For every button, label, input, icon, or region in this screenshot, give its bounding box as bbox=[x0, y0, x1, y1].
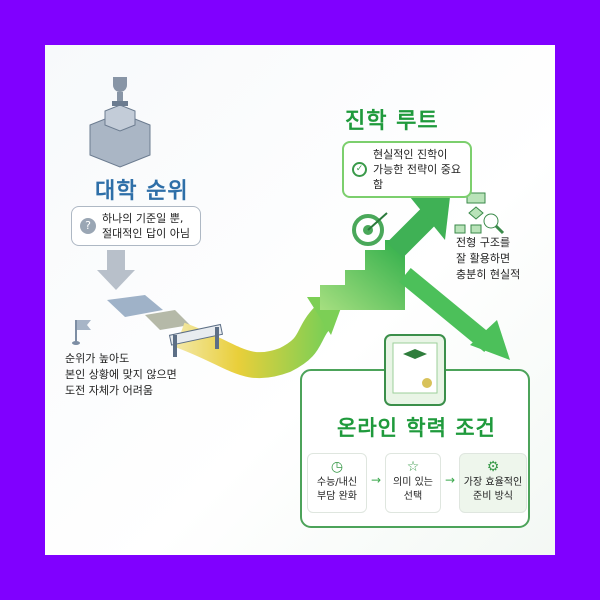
arrow-icon: → bbox=[370, 473, 382, 487]
right-note-line1: 현실적인 진학이 bbox=[373, 148, 448, 161]
warning-line3: 도전 자체가 어려움 bbox=[65, 384, 153, 397]
star-icon: ☆ bbox=[406, 459, 420, 475]
stairs-icon bbox=[320, 240, 405, 310]
side-line3: 충분히 현실적 bbox=[456, 268, 521, 281]
right-title: 진학 루트 bbox=[345, 109, 439, 134]
right-side-text: 전형 구조를 잘 활용하면 충분히 현실적 bbox=[456, 235, 520, 283]
left-note-line2: 절대적인 답이 아님 bbox=[102, 227, 190, 240]
bottom-title: 온라인 학력 조건 bbox=[337, 416, 496, 440]
barrier-icon bbox=[168, 323, 224, 357]
down-right-arrow-icon bbox=[470, 320, 510, 360]
infographic: 대학 순위 ? 하나의 기준일 뿐, 절대적인 답이 아님 순위가 높아도 본인 … bbox=[45, 45, 555, 555]
up-arrow-icon bbox=[410, 197, 450, 240]
gear-icon: ⚙ bbox=[486, 459, 500, 475]
path-block bbox=[107, 295, 163, 317]
podium-icon bbox=[89, 77, 151, 168]
step-card: ◷ 수능/내신 부담 완화 bbox=[307, 453, 367, 513]
step-line2: 부담 완화 bbox=[317, 491, 357, 502]
step-card: ⚙ 가장 효율적인 준비 방식 bbox=[459, 453, 527, 513]
flag-icon bbox=[72, 320, 91, 345]
question-icon: ? bbox=[80, 218, 96, 234]
step-line2: 준비 방식 bbox=[473, 491, 513, 502]
down-right-arrow-shaft bbox=[399, 268, 496, 352]
warning-line2: 본인 상황에 맞지 않으면 bbox=[65, 368, 177, 381]
step-card: ☆ 의미 있는 선택 bbox=[385, 453, 441, 513]
path-block bbox=[145, 310, 190, 330]
left-note-line1: 하나의 기준일 뿐, bbox=[102, 212, 184, 225]
tablet-certificate-icon bbox=[384, 334, 446, 406]
flowchart-search-icon bbox=[454, 192, 505, 235]
left-title: 대학 순위 bbox=[95, 179, 189, 204]
step-line1: 의미 있는 bbox=[393, 477, 433, 488]
road-curve bbox=[175, 305, 335, 379]
step-line2: 선택 bbox=[403, 491, 423, 502]
side-line2: 잘 활용하면 bbox=[456, 252, 511, 265]
up-arrow-shaft bbox=[387, 207, 438, 258]
left-note-box: ? 하나의 기준일 뿐, 절대적인 답이 아님 bbox=[71, 206, 201, 246]
clock-icon: ◷ bbox=[330, 459, 344, 475]
check-circle-icon: ✓ bbox=[352, 162, 367, 177]
arrow-icon: → bbox=[444, 473, 456, 487]
dart bbox=[367, 212, 388, 231]
right-note-line2: 가능한 전략이 중요함 bbox=[373, 163, 461, 191]
side-line1: 전형 구조를 bbox=[456, 236, 511, 249]
step-line1: 수능/내신 bbox=[316, 477, 358, 488]
step-line1: 가장 효율적인 bbox=[463, 477, 523, 488]
warning-line1: 순위가 높아도 bbox=[65, 352, 130, 365]
down-arrow-icon bbox=[97, 250, 135, 290]
left-warning: 순위가 높아도 본인 상황에 맞지 않으면 도전 자체가 어려움 bbox=[65, 351, 177, 399]
